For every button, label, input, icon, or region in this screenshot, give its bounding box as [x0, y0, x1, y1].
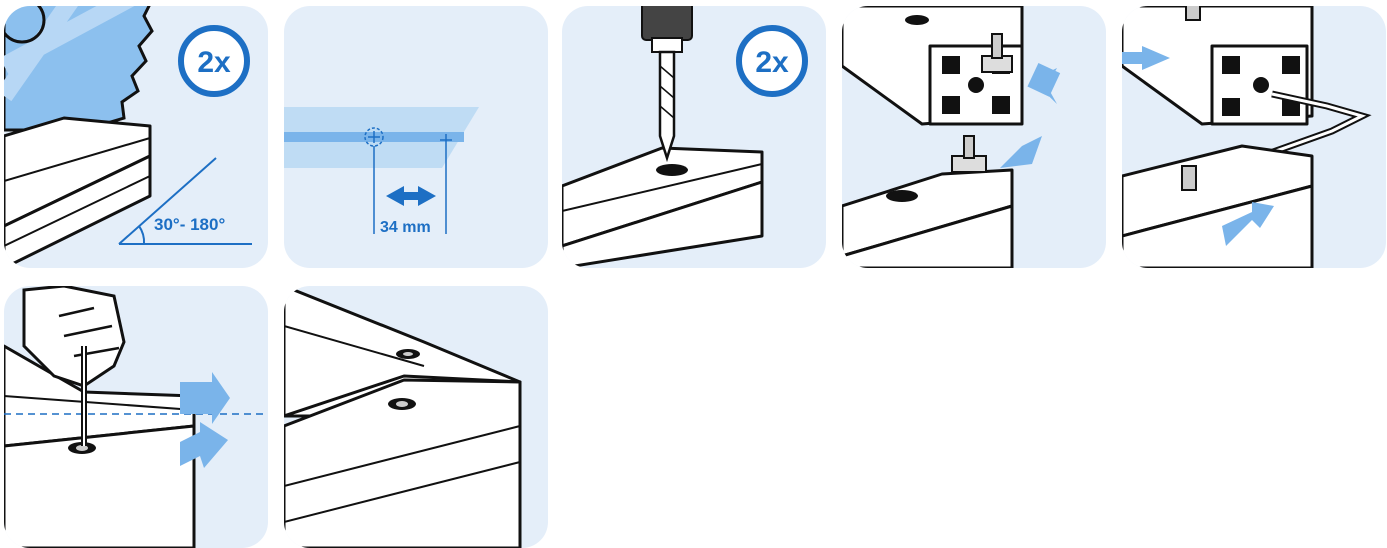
- badge-text: 2x: [755, 46, 789, 79]
- step-6-tighten-panel: [4, 286, 268, 548]
- step-7-finished-panel: [284, 286, 548, 548]
- screw-icon: [1182, 166, 1196, 190]
- step-3-illustration: 2x: [562, 6, 826, 268]
- step-3-drill-panel: 2x: [562, 6, 826, 268]
- screw-icon: [1186, 6, 1200, 20]
- quantity-badge: 2x: [181, 28, 247, 94]
- step-5-illustration: [1122, 6, 1386, 268]
- t-nut-icon: [952, 136, 986, 172]
- step-7-illustration: [284, 286, 548, 548]
- quantity-badge: 2x: [739, 28, 805, 94]
- measure-label: 34 mm: [380, 219, 431, 236]
- step-6-illustration: [4, 286, 268, 548]
- angle-label: 30°- 180°: [154, 215, 225, 234]
- step-2-illustration: 34 mm: [284, 6, 548, 268]
- step-1-cut-panel: 2x 30°- 180°: [4, 6, 268, 268]
- dimension-arrow: [386, 186, 436, 206]
- step-4-illustration: [842, 6, 1106, 268]
- drill-icon: [642, 6, 692, 158]
- step-4-insert-nut-panel: [842, 6, 1106, 268]
- badge-text: 2x: [197, 46, 231, 79]
- step-5-assemble-panel: [1122, 6, 1386, 268]
- arrow-icon: [1000, 136, 1042, 168]
- drill-hole: [656, 164, 688, 176]
- step-2-measure-panel: 34 mm: [284, 6, 548, 268]
- step-1-illustration: 2x 30°- 180°: [4, 6, 268, 268]
